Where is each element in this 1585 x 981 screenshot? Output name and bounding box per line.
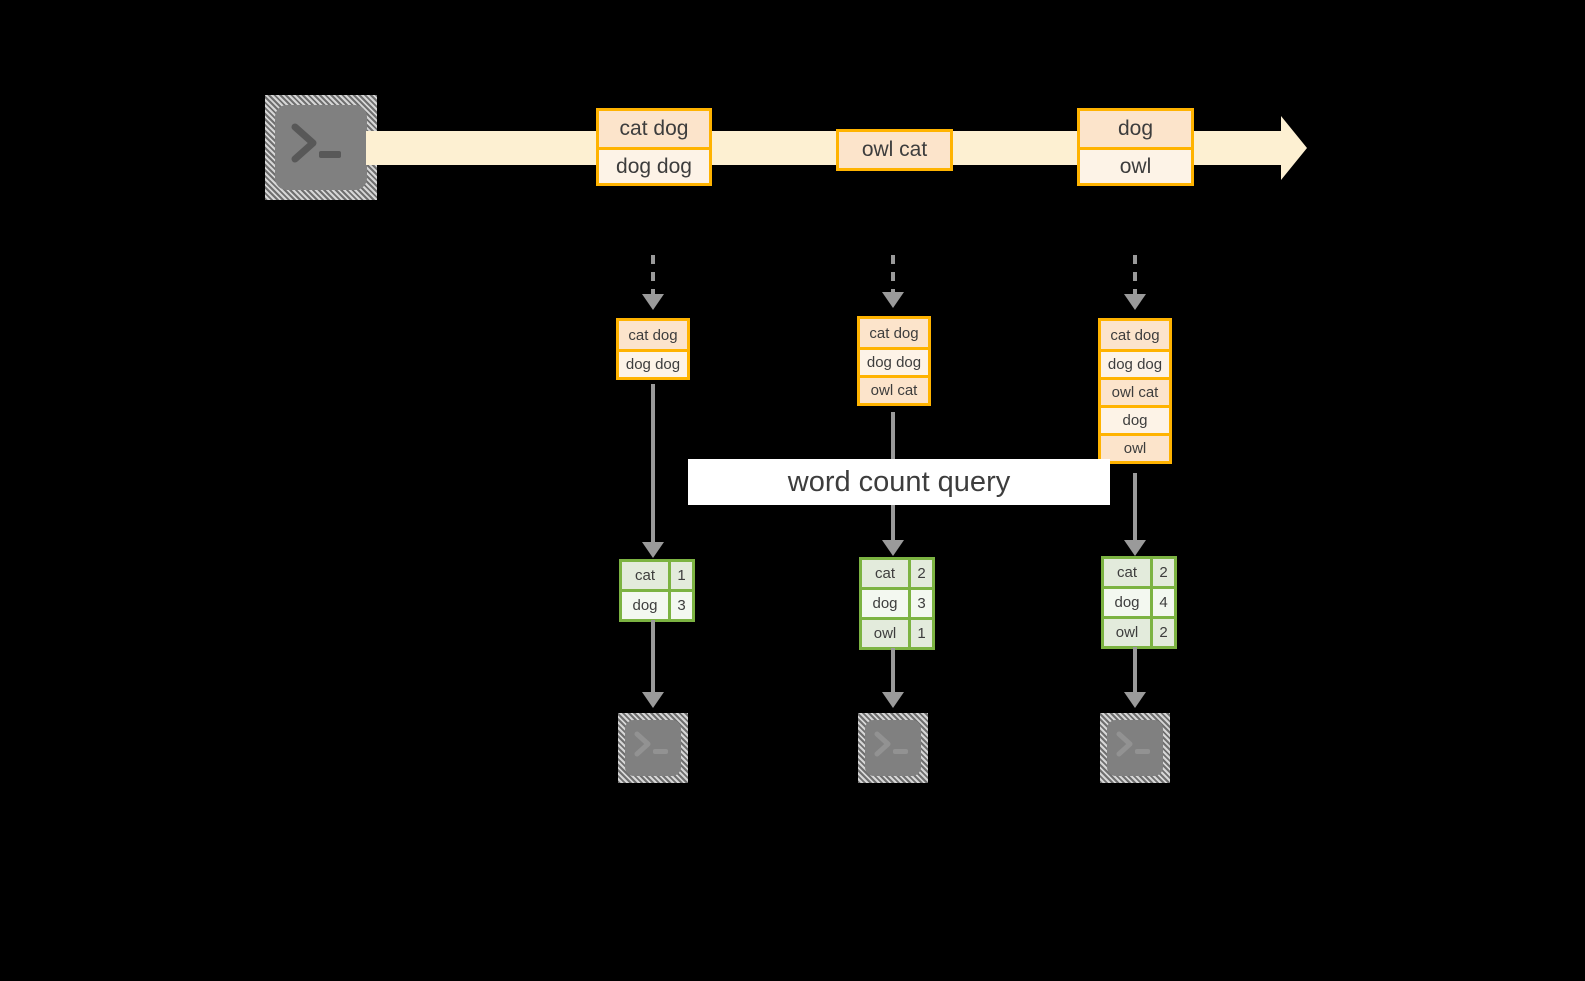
snapshot-result-3[interactable]: cat 2 dog 4 owl 2 bbox=[1101, 556, 1177, 649]
snapshot-input-line: owl bbox=[1101, 433, 1169, 461]
table-row: cat 1 bbox=[622, 562, 692, 589]
query-connector-3 bbox=[1133, 473, 1137, 548]
result-word: cat bbox=[862, 560, 908, 587]
snapshot-input-line: dog dog bbox=[619, 349, 687, 377]
query-connector-1 bbox=[651, 384, 655, 550]
sink-arrowhead-1 bbox=[642, 692, 664, 708]
stream-event-3[interactable]: dog owl bbox=[1077, 108, 1194, 186]
result-count: 1 bbox=[908, 620, 932, 647]
snapshot-trigger-connector-2 bbox=[891, 255, 895, 295]
terminal-body bbox=[625, 720, 681, 776]
table-row: dog 3 bbox=[622, 589, 692, 619]
stream-event-2[interactable]: owl cat bbox=[836, 129, 953, 171]
query-arrowhead-2 bbox=[882, 540, 904, 556]
result-count: 4 bbox=[1150, 589, 1174, 616]
result-word: dog bbox=[862, 590, 908, 617]
stream-event-line: owl bbox=[1080, 147, 1191, 183]
terminal-prompt-glyph bbox=[291, 123, 341, 163]
terminal-prompt-glyph bbox=[874, 731, 908, 757]
result-count: 3 bbox=[668, 592, 692, 619]
snapshot-input-3[interactable]: cat dog dog dog owl cat dog owl bbox=[1098, 318, 1172, 464]
sink-arrowhead-2 bbox=[882, 692, 904, 708]
snapshot-input-line: cat dog bbox=[619, 321, 687, 349]
result-count: 1 bbox=[668, 562, 692, 589]
snapshot-trigger-connector-3 bbox=[1133, 255, 1137, 297]
query-label-text: word count query bbox=[787, 465, 1011, 498]
snapshot-input-line: dog dog bbox=[1101, 349, 1169, 377]
result-word: dog bbox=[1104, 589, 1150, 616]
table-row: dog 3 bbox=[862, 587, 932, 617]
snapshot-trigger-arrowhead-1 bbox=[642, 294, 664, 310]
snapshot-input-line: cat dog bbox=[860, 319, 928, 347]
terminal-body bbox=[1107, 720, 1163, 776]
table-row: cat 2 bbox=[1104, 559, 1174, 586]
snapshot-input-line: dog dog bbox=[860, 347, 928, 375]
snapshot-sink-terminal-icon-2 bbox=[858, 713, 928, 783]
stream-event-1[interactable]: cat dog dog dog bbox=[596, 108, 712, 186]
terminal-prompt-glyph bbox=[1116, 731, 1150, 757]
sink-connector-2 bbox=[891, 648, 895, 698]
query-label-band: word count query bbox=[688, 459, 1110, 505]
stream-event-line: cat dog bbox=[599, 111, 709, 147]
snapshot-input-line: cat dog bbox=[1101, 321, 1169, 349]
query-arrowhead-1 bbox=[642, 542, 664, 558]
result-count: 2 bbox=[908, 560, 932, 587]
snapshot-input-2[interactable]: cat dog dog dog owl cat bbox=[857, 316, 931, 406]
snapshot-sink-terminal-icon-3 bbox=[1100, 713, 1170, 783]
snapshot-input-line: owl cat bbox=[1101, 377, 1169, 405]
result-count: 3 bbox=[908, 590, 932, 617]
snapshot-input-line: dog bbox=[1101, 405, 1169, 433]
snapshot-input-line: owl cat bbox=[860, 375, 928, 403]
query-arrowhead-3 bbox=[1124, 540, 1146, 556]
sink-connector-3 bbox=[1133, 647, 1137, 698]
result-word: owl bbox=[1104, 619, 1150, 646]
stream-arrow-head bbox=[1281, 116, 1307, 180]
result-count: 2 bbox=[1150, 619, 1174, 646]
stream-event-line: dog dog bbox=[599, 147, 709, 183]
snapshot-trigger-arrowhead-2 bbox=[882, 292, 904, 308]
snapshot-input-1[interactable]: cat dog dog dog bbox=[616, 318, 690, 380]
sink-connector-1 bbox=[651, 620, 655, 698]
terminal-body bbox=[275, 105, 367, 190]
result-word: owl bbox=[862, 620, 908, 647]
snapshot-trigger-arrowhead-3 bbox=[1124, 294, 1146, 310]
snapshot-result-1[interactable]: cat 1 dog 3 bbox=[619, 559, 695, 622]
stream-event-line: dog bbox=[1080, 111, 1191, 147]
terminal-body bbox=[865, 720, 921, 776]
table-row: cat 2 bbox=[862, 560, 932, 587]
result-word: cat bbox=[622, 562, 668, 589]
table-row: owl 1 bbox=[862, 617, 932, 647]
sink-arrowhead-3 bbox=[1124, 692, 1146, 708]
result-word: cat bbox=[1104, 559, 1150, 586]
snapshot-result-2[interactable]: cat 2 dog 3 owl 1 bbox=[859, 557, 935, 650]
terminal-prompt-glyph bbox=[634, 731, 668, 757]
snapshot-sink-terminal-icon-1 bbox=[618, 713, 688, 783]
result-count: 2 bbox=[1150, 559, 1174, 586]
stream-event-line: owl cat bbox=[839, 132, 950, 168]
result-word: dog bbox=[622, 592, 668, 619]
snapshot-trigger-connector-1 bbox=[651, 255, 655, 297]
table-row: dog 4 bbox=[1104, 586, 1174, 616]
stream-source-terminal-icon bbox=[265, 95, 377, 200]
table-row: owl 2 bbox=[1104, 616, 1174, 646]
